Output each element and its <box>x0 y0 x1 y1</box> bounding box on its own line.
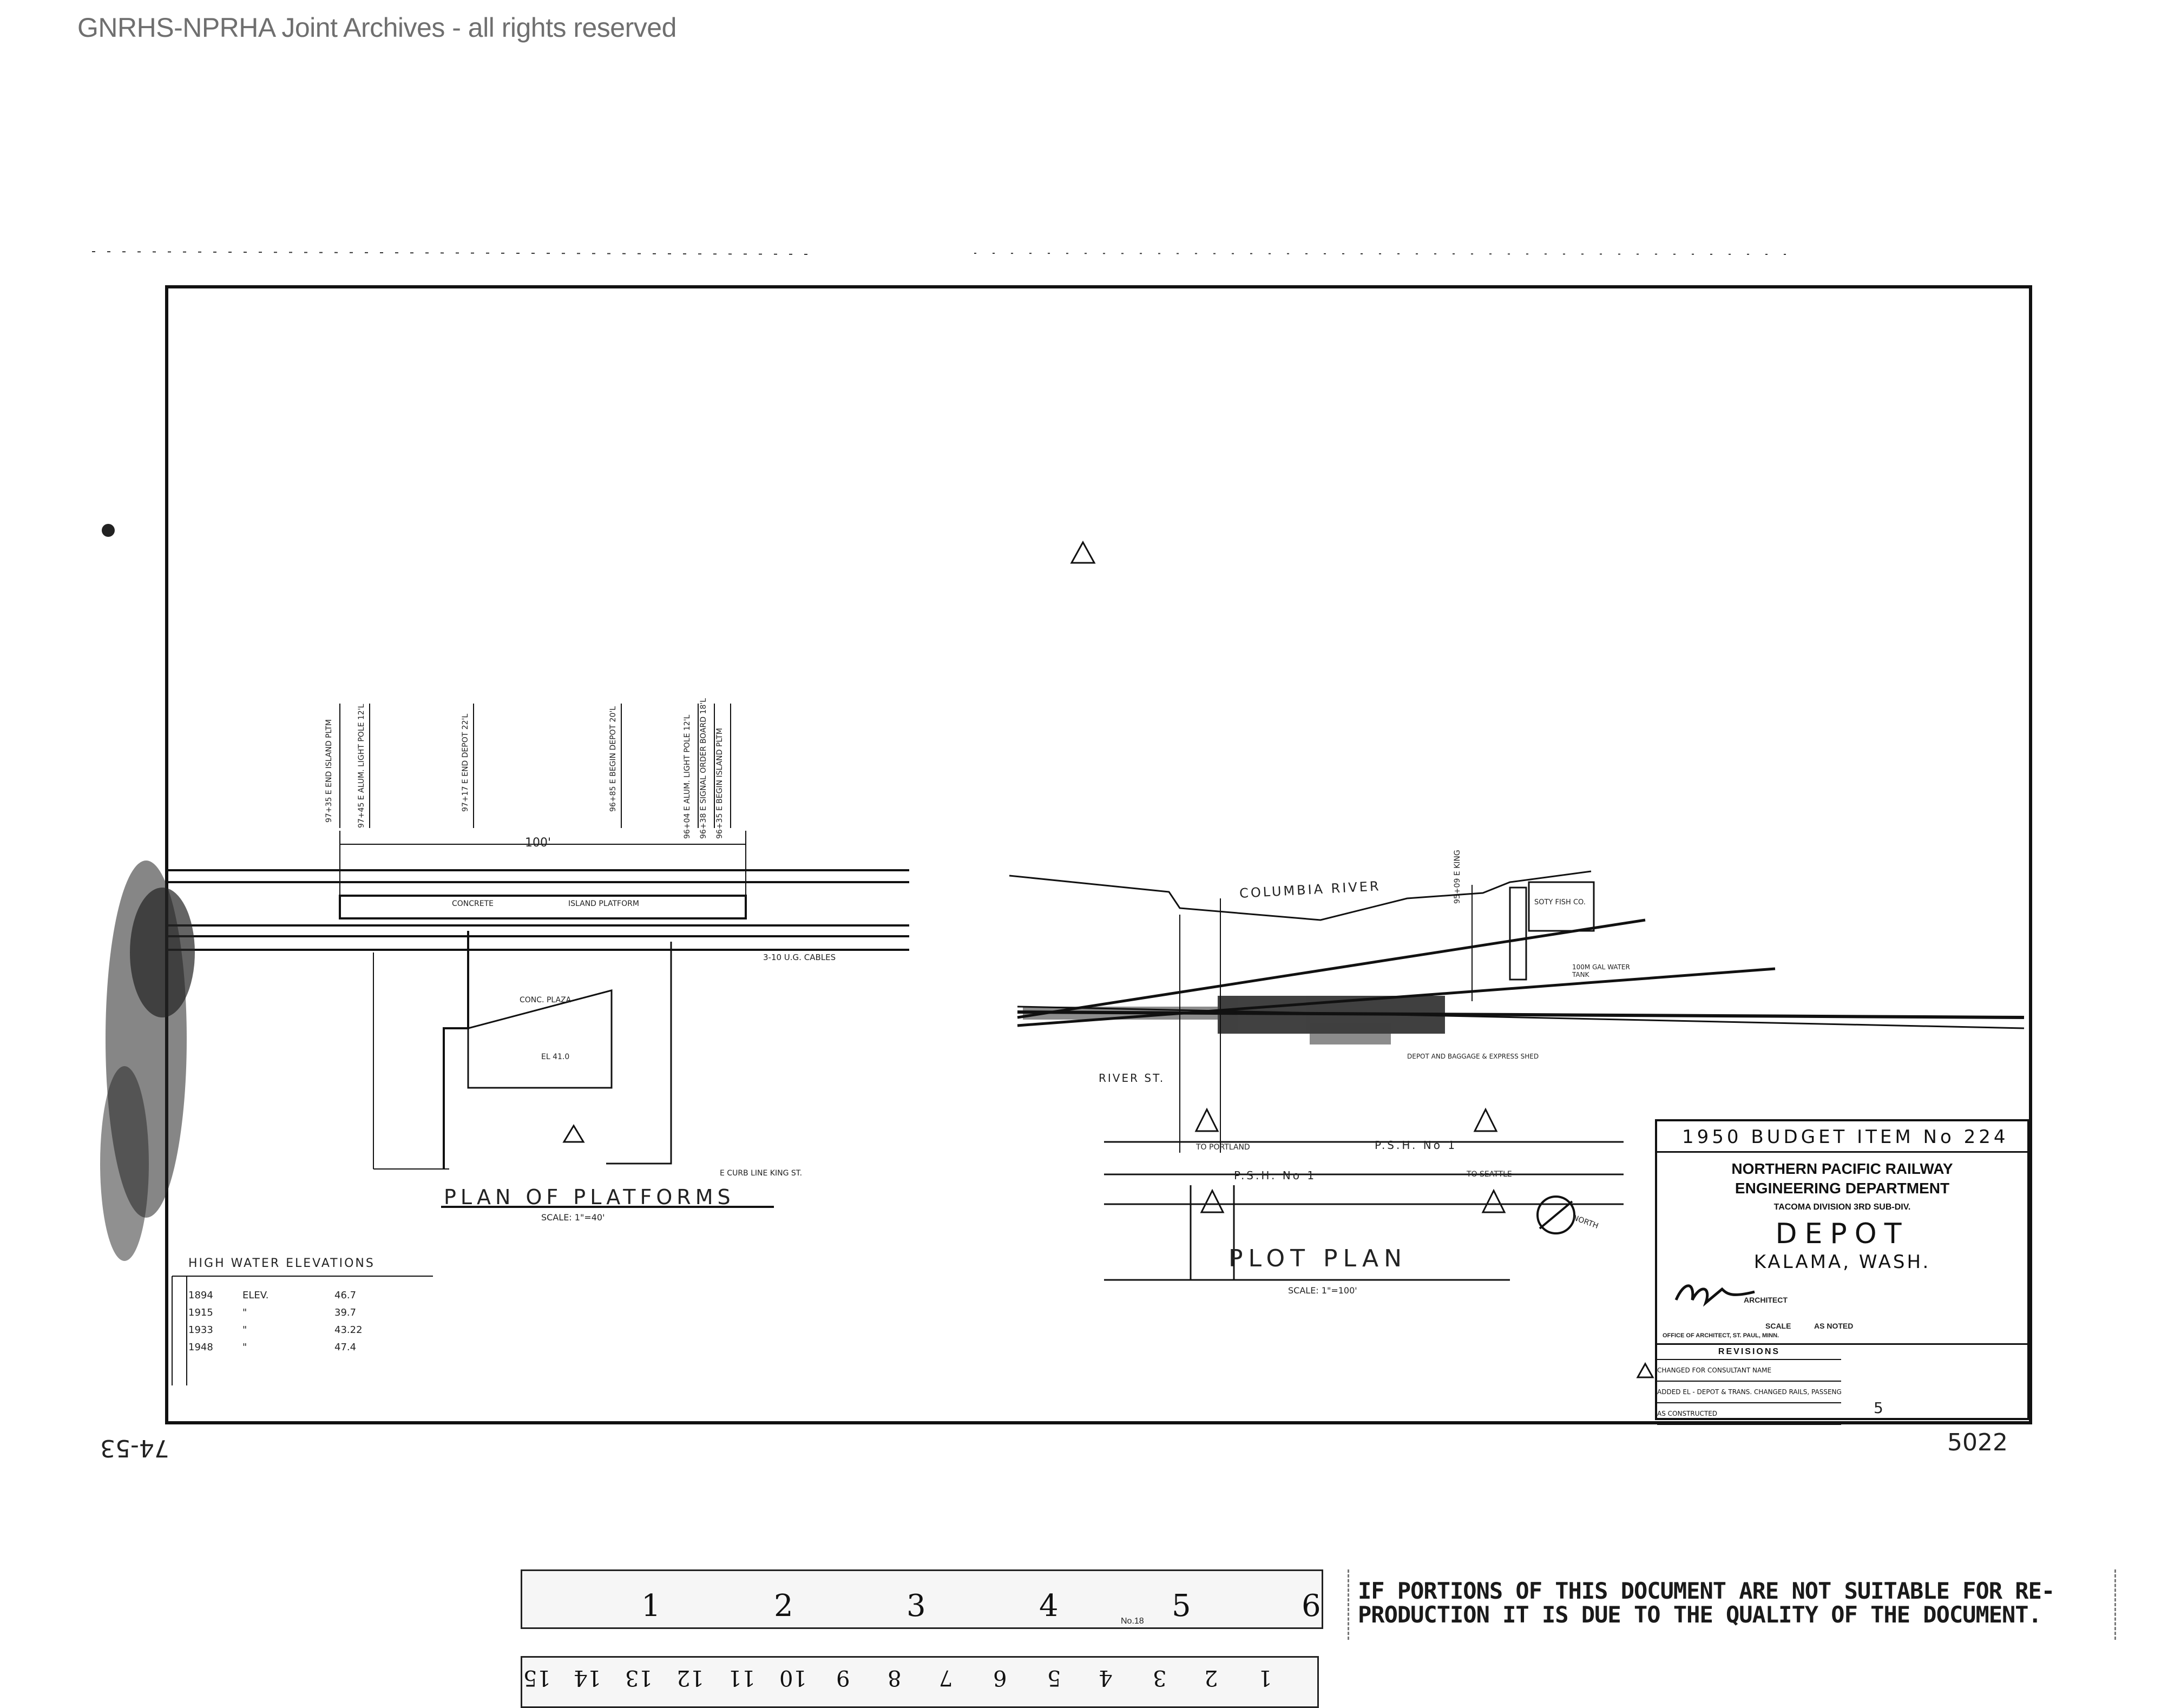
station-label: 97+35 E END ISLAND PLTM <box>325 719 333 823</box>
table-row: 1948 " 47.4 <box>172 1338 399 1356</box>
reproduction-notice: IF PORTIONS OF THIS DOCUMENT ARE NOT SUI… <box>1348 1569 2116 1640</box>
elevation-label: EL 41.0 <box>541 1053 570 1061</box>
depot-note-label: DEPOT AND BAGGAGE & EXPRESS SHED <box>1407 1053 1539 1060</box>
conc-plaza-label: CONC. PLAZA <box>520 996 571 1004</box>
psh1-top-label: P.S.H. No 1 <box>1375 1139 1457 1152</box>
drawing-sheet-border <box>165 285 2032 1424</box>
plot-plan-title: PLOT PLAN <box>1229 1245 1408 1272</box>
inch-ruler: 1 2 3 4 5 6 No.18 <box>521 1569 1323 1629</box>
architect-signature <box>1674 1284 1755 1307</box>
plot-plan-scale: SCALE: 1"=100' <box>1288 1285 1357 1296</box>
company-name: NORTHERN PACIFIC RAILWAY <box>1731 1160 1953 1177</box>
station-label: 97+45 E ALUM. LIGHT POLE 12'L <box>357 704 366 828</box>
hw-year: 1915 <box>188 1306 213 1318</box>
hw-label: " <box>242 1341 247 1353</box>
table-row: 1915 " 39.7 <box>172 1304 399 1321</box>
ruler-inch-mark: 1 <box>641 1588 661 1624</box>
ruler-inch-mark: 2 <box>774 1588 793 1624</box>
ruler-cm-mark: 5 <box>1047 1665 1061 1690</box>
dimension-100ft: 100' <box>525 836 551 850</box>
ruler-cm-mark: 11 <box>728 1665 756 1690</box>
office-line: OFFICE OF ARCHITECT, ST. PAUL, MINN. <box>1663 1332 1779 1339</box>
ruler-cm-mark: 3 <box>1153 1665 1167 1690</box>
location: KALAMA, WASH. <box>1753 1251 1931 1273</box>
sheet-count: 5 <box>1874 1399 1883 1417</box>
water-tank-label: 100M GAL WATER TANK <box>1572 963 1630 978</box>
hw-value: 39.7 <box>334 1306 357 1318</box>
hw-value: 46.7 <box>334 1289 357 1301</box>
hw-value: 43.22 <box>334 1324 363 1336</box>
king-station-label: 95+09 E KING <box>1453 850 1462 904</box>
table-row: 1894 ELEV. 46.7 <box>172 1286 399 1304</box>
architect-label: ARCHITECT <box>1744 1296 1788 1304</box>
hw-label: " <box>242 1306 247 1318</box>
scale-label: SCALE <box>1765 1322 1791 1330</box>
revisions-table: REVISIONS CHANGED FOR CONSULTANT NAME AD… <box>1657 1343 2027 1425</box>
hw-year: 1933 <box>188 1324 213 1336</box>
ruler-inch-mark: 3 <box>906 1588 926 1624</box>
title-block: 1950 BUDGET ITEM No 224 NORTHERN PACIFIC… <box>1655 1119 2029 1425</box>
revision-row: CHANGED FOR CONSULTANT NAME <box>1657 1360 1841 1382</box>
curb-label: E CURB LINE KING ST. <box>720 1169 803 1178</box>
table-row: 1933 " 43.22 <box>172 1321 399 1338</box>
psh1-bottom-label: P.S.H. No 1 <box>1234 1169 1317 1182</box>
plan-of-platforms-scale: SCALE: 1"=40' <box>541 1212 605 1223</box>
ruler-cm-mark: 6 <box>993 1665 1007 1690</box>
hw-label: " <box>242 1324 247 1336</box>
ruler-cm-mark: 9 <box>836 1665 850 1690</box>
cm-ruler: 15 14 13 12 11 10 9 8 7 6 5 4 3 2 1 <box>521 1656 1319 1708</box>
revisions-header: REVISIONS <box>1657 1345 1841 1360</box>
ruler-cm-mark: 13 <box>625 1665 653 1690</box>
station-label: 96+35 E BEGIN ISLAND PLTM <box>715 728 724 839</box>
ruler-cm-mark: 10 <box>779 1665 807 1690</box>
river-st-label: RIVER ST. <box>1099 1072 1165 1085</box>
file-number: 74-53 <box>100 1434 169 1462</box>
hw-label: ELEV. <box>242 1289 269 1301</box>
hw-year: 1894 <box>188 1289 213 1301</box>
station-label: 96+04 E ALUM. LIGHT POLE 12'L <box>683 714 692 839</box>
archive-watermark: GNRHS-NPRHA Joint Archives - all rights … <box>77 12 676 43</box>
department-name: ENGINEERING DEPARTMENT <box>1735 1180 1950 1197</box>
hw-year: 1948 <box>188 1341 213 1353</box>
ruler-cm-mark: 7 <box>939 1665 953 1690</box>
station-label: 96+85 E BEGIN DEPOT 20'L <box>609 706 617 812</box>
revision-row: ADDED EL - DEPOT & TRANS. CHANGED RAILS,… <box>1657 1382 1841 1403</box>
ruler-cm-mark: 2 <box>1204 1665 1218 1690</box>
high-water-title: HIGH WATER ELEVATIONS <box>188 1257 375 1270</box>
ruler-cm-mark: 14 <box>574 1665 601 1690</box>
concrete-label: CONCRETE <box>452 899 494 908</box>
station-label: 97+17 E END DEPOT 22'L <box>461 713 470 812</box>
ruler-inch-mark: 5 <box>1172 1588 1191 1624</box>
fish-co-label: SOTY FISH CO. <box>1534 898 1586 906</box>
ruler-cm-mark: 8 <box>888 1665 902 1690</box>
to-seattle-label: TO SEATTLE <box>1467 1170 1512 1179</box>
budget-item: 1950 BUDGET ITEM No 224 <box>1657 1121 2027 1153</box>
high-water-table: HIGH WATER ELEVATIONS 1894 ELEV. 46.7 19… <box>172 1257 399 1356</box>
hw-value: 47.4 <box>334 1341 357 1353</box>
revision-row: AS CONSTRUCTED <box>1657 1403 1841 1425</box>
scale-value: AS NOTED <box>1814 1322 1854 1330</box>
ruler-cm-mark: 4 <box>1099 1665 1113 1690</box>
to-portland-label: TO PORTLAND <box>1196 1143 1250 1152</box>
station-label: 96+38 E SIGNAL ORDER BOARD 18'L <box>699 698 708 839</box>
ruler-cm-mark: 12 <box>676 1665 704 1690</box>
ruler-model: No.18 <box>1121 1617 1144 1626</box>
drawing-number: 5022 <box>1947 1429 2008 1456</box>
ruler-inch-mark: 6 <box>1302 1588 1321 1624</box>
ruler-cm-mark: 15 <box>523 1665 551 1690</box>
cables-label: 3-10 U.G. CABLES <box>763 952 836 962</box>
ruler-inch-mark: 4 <box>1039 1588 1059 1624</box>
island-platform-label: ISLAND PLATFORM <box>568 899 639 908</box>
plan-of-platforms-title: PLAN OF PLATFORMS <box>444 1185 735 1209</box>
division-line: TACOMA DIVISION 3RD SUB-DIV. <box>1773 1203 1911 1212</box>
drawing-title: DEPOT <box>1775 1218 1909 1250</box>
ruler-cm-mark: 1 <box>1258 1665 1272 1690</box>
